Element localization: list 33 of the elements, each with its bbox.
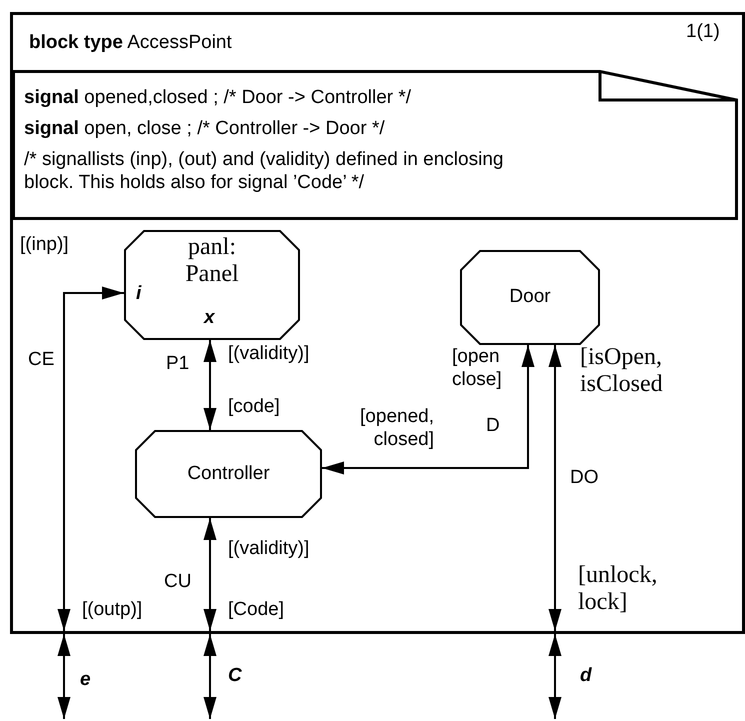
- frame-title: block type AccessPoint: [29, 31, 232, 54]
- signal-list: [code]: [228, 395, 280, 418]
- block-symbol: [460, 250, 600, 345]
- block-symbol: [124, 230, 300, 340]
- declaration-text: signal open, close ; /* Controller -> Door */: [24, 117, 386, 140]
- channel-arrow: [548, 634, 562, 719]
- text-symbol: [12, 70, 738, 220]
- signal-list: [(inp)]: [20, 233, 69, 256]
- gate-name: x: [204, 306, 215, 329]
- signal-list: [open close]: [452, 345, 504, 391]
- gate-name: i: [136, 282, 142, 305]
- signal-list: [(validity)]: [228, 537, 310, 560]
- block-name: Door: [508, 285, 552, 308]
- channel-arrow: [204, 518, 216, 631]
- block-symbol: [135, 430, 322, 518]
- channel-arrow: [322, 345, 534, 474]
- channel-arrow: [58, 634, 70, 719]
- signal-list: [isOpen, isClosed: [580, 344, 720, 398]
- channel-arrow: [204, 340, 216, 430]
- signal-list: [(validity)]: [228, 342, 310, 365]
- block-frame: [10, 12, 745, 634]
- signal-list: [opened, closed]: [338, 405, 434, 451]
- declaration-text: signal opened,closed ; /* Door -> Controller */: [24, 86, 412, 109]
- signal-list: [Code]: [228, 598, 284, 621]
- block-name: panl: Panel: [184, 234, 240, 288]
- page-number: 1(1): [686, 20, 720, 43]
- comment-text: /* signallists (inp), (out) and (validity) defined in enclosing block. This holds also for signal ’Code’ */: [24, 148, 504, 194]
- signal-list: [(outp)]: [82, 598, 142, 621]
- channel-arrow: [204, 634, 216, 719]
- channel-arrow: [548, 345, 562, 631]
- block-name: Controller: [186, 462, 271, 485]
- channel-arrow: [58, 286, 124, 631]
- signal-list: [unlock, lock]: [578, 562, 688, 616]
